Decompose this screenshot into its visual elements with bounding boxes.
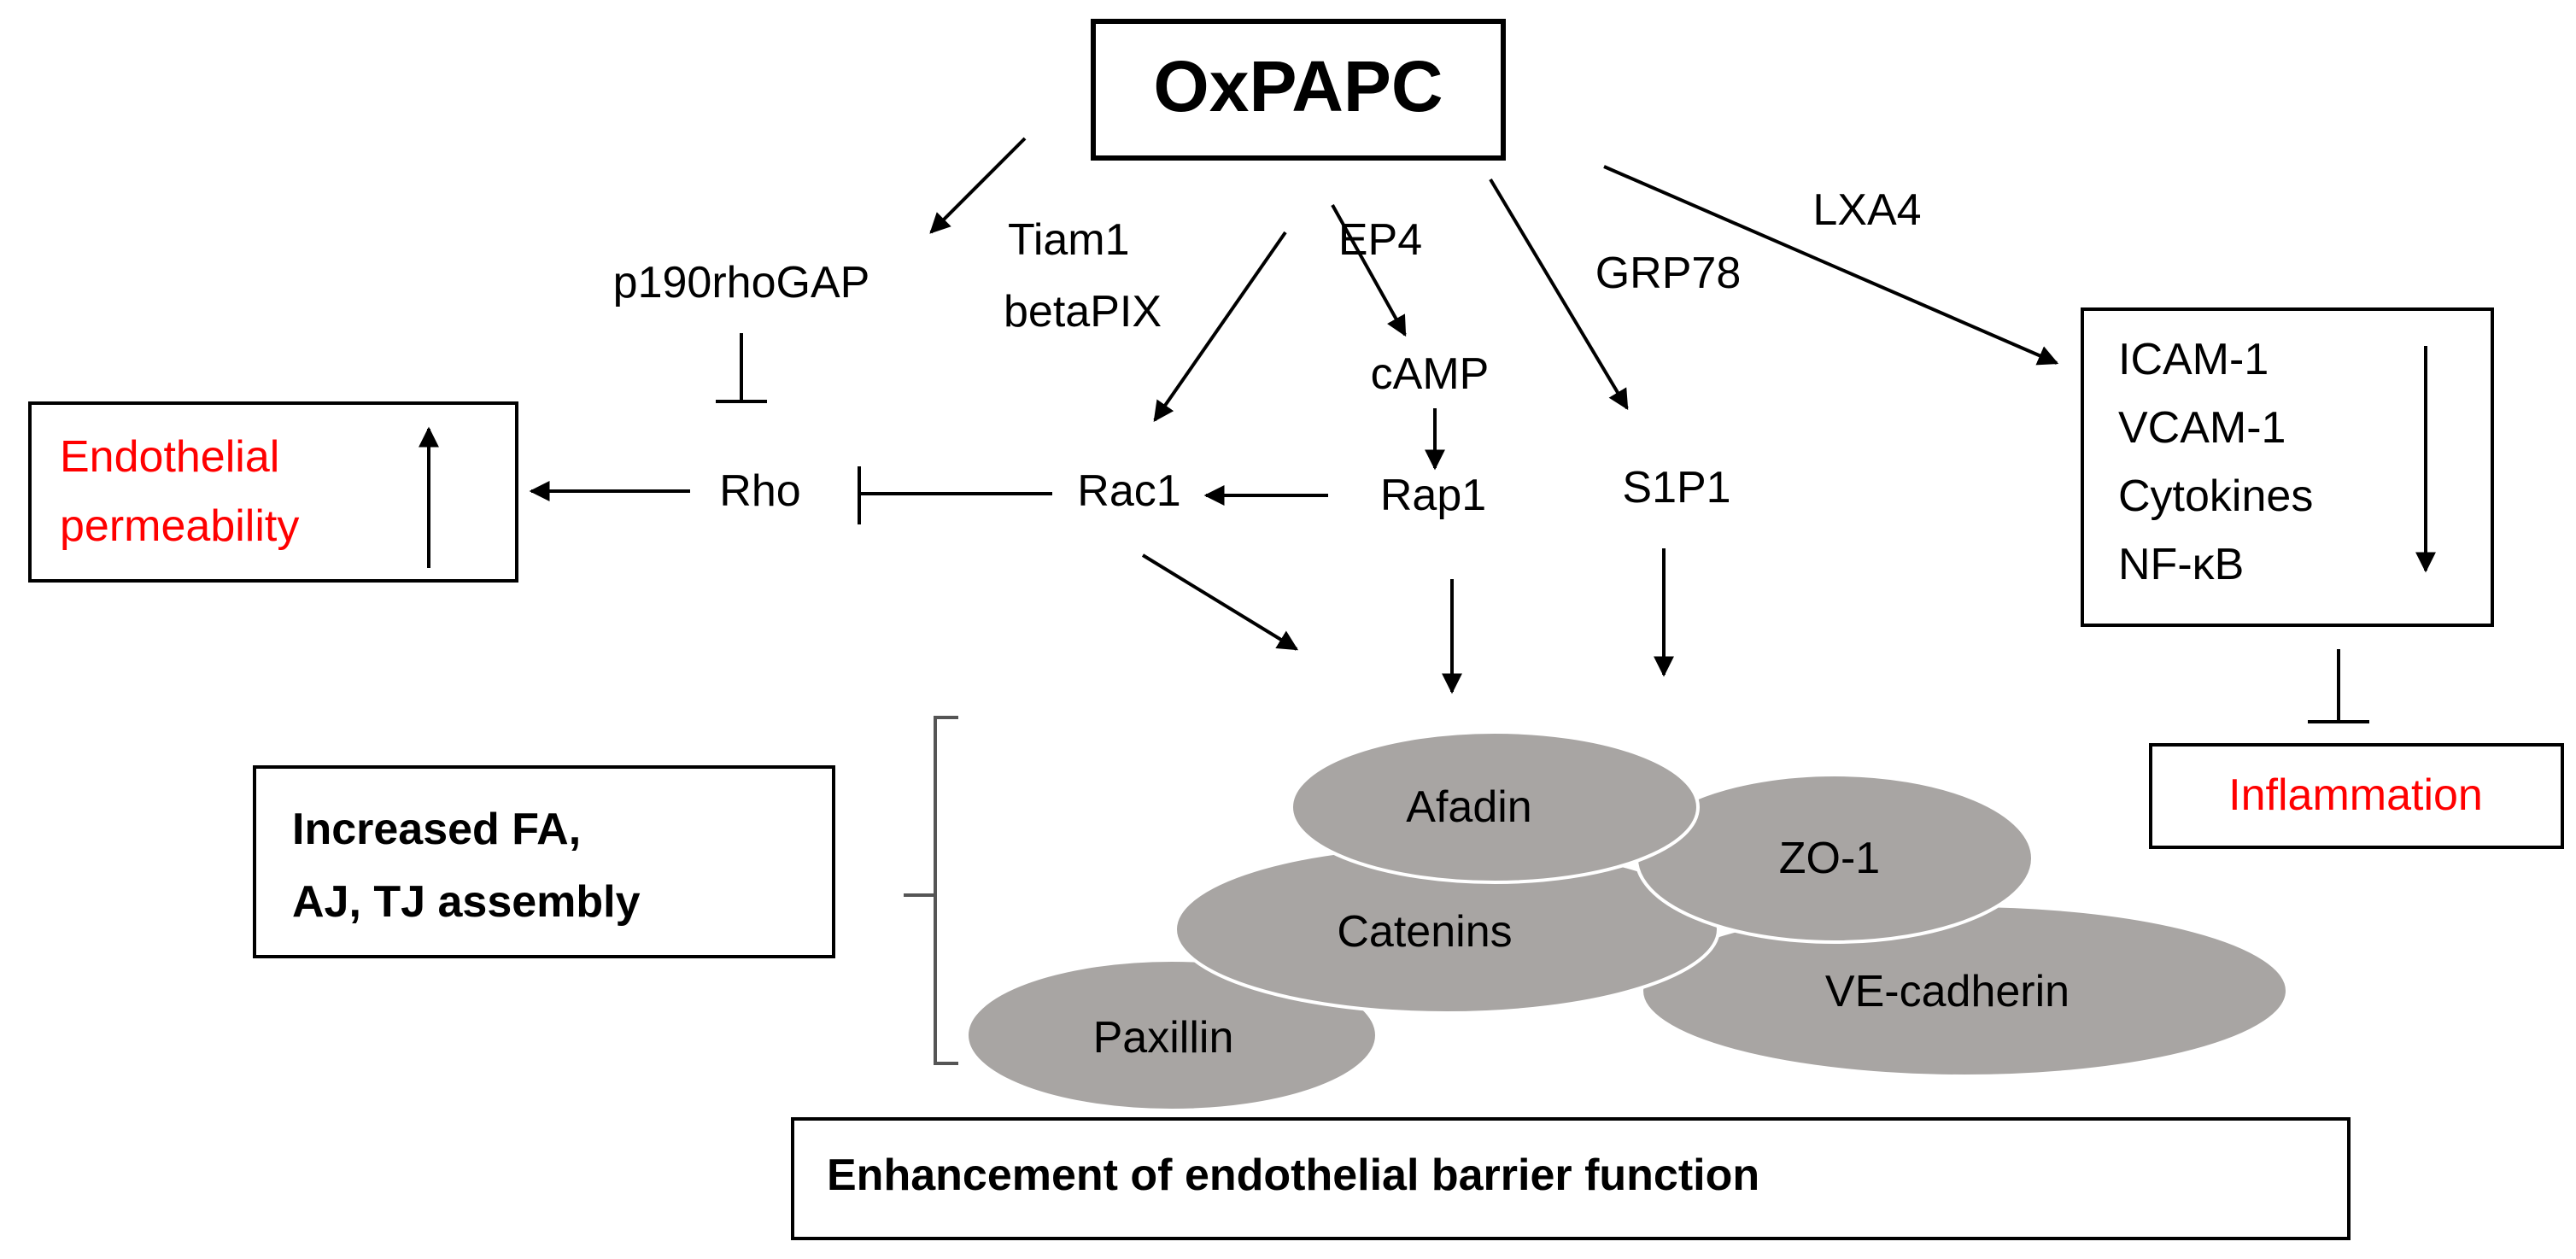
arrow-oxpapc-to-p190rhogap — [929, 137, 1027, 234]
arrow-rac1-to-complex — [1141, 553, 1299, 651]
s1p1-label: S1P1 — [1622, 463, 1730, 512]
catenins-label: Catenins — [1337, 907, 1512, 957]
paxillin-label: Paxillin — [1093, 1013, 1234, 1063]
permeability-line2: permeability — [60, 501, 299, 551]
tiam1-label: Tiam1 — [1008, 215, 1130, 265]
assembly-line1: Increased FA, — [292, 805, 581, 854]
camp-label: cAMP — [1371, 349, 1490, 399]
inflammation-label: Inflammation — [2228, 770, 2483, 820]
paxillin-oval — [965, 958, 1379, 1112]
bracket — [934, 716, 958, 1065]
rho-label: Rho — [719, 466, 800, 516]
permeability-box — [28, 401, 518, 583]
barrier-label: Enhancement of endothelial barrier funct… — [827, 1151, 1759, 1200]
oxpapc-label: OxPAPC — [1153, 46, 1443, 126]
vcam1-label: VCAM-1 — [2118, 403, 2286, 453]
arrow-oxpapc-to-s1p1 — [1489, 178, 1629, 411]
assembly-box — [253, 765, 835, 958]
grp78-label: GRP78 — [1595, 249, 1742, 298]
rac1-label: Rac1 — [1077, 466, 1180, 516]
permeability-line1: Endothelial — [60, 432, 279, 482]
barrier-box — [791, 1117, 2351, 1240]
inflammation-box — [2149, 743, 2564, 849]
nfkb-label: NF-κB — [2118, 540, 2244, 589]
zo1-label: ZO-1 — [1779, 834, 1880, 883]
arrow-oxpapc-to-camp — [1331, 204, 1407, 337]
arrow-oxpapc-to-adhesion — [1603, 165, 2059, 366]
p190rhogap-label: p190rhoGAP — [613, 258, 870, 307]
cytokines-label: Cytokines — [2118, 471, 2313, 521]
afadin-label: Afadin — [1406, 782, 1531, 832]
icam1-label: ICAM-1 — [2118, 335, 2269, 384]
vecadherin-label: VE-cadherin — [1825, 967, 2070, 1016]
rap1-label: Rap1 — [1380, 471, 1486, 520]
lxa4-label: LXA4 — [1812, 185, 1921, 235]
arrow-oxpapc-to-rac1 — [1153, 231, 1287, 422]
betapix-label: betaPIX — [1004, 287, 1162, 337]
assembly-line2: AJ, TJ assembly — [292, 877, 641, 927]
oxpapc-box — [1091, 19, 1506, 161]
afadin-oval — [1290, 730, 1700, 884]
